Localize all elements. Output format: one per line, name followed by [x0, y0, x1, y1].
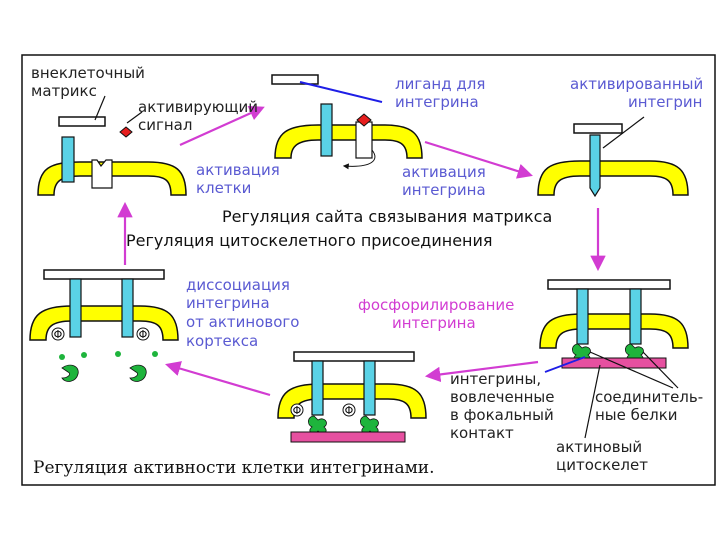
phosphate-icon: [290, 403, 304, 417]
protein-fragment: [115, 351, 121, 357]
integrin-activated: [589, 134, 601, 198]
integrin-alpha: [320, 103, 333, 157]
label-focal-contact: контакт: [450, 424, 514, 442]
stage-resting-integrin: [37, 95, 187, 196]
arrow-to-dissociation: [165, 361, 271, 397]
integrin-beta: [629, 288, 642, 345]
protein-fragment: [81, 352, 87, 358]
label-activating-signal: активирующий: [138, 98, 258, 116]
connecting-protein-icon: [360, 415, 379, 434]
stage-activated-integrin: [537, 116, 689, 198]
label-cell-activation: клетки: [196, 179, 251, 197]
matrix-bar: [573, 123, 623, 134]
integrin-beta-open: [355, 121, 373, 159]
membrane: [29, 305, 179, 341]
actin-pointer: [584, 364, 601, 439]
title-cytoskeletal-attachment-regulation: Регуляция цитоскелетного присоединения: [126, 231, 493, 250]
arrow-to-focal-contact: [424, 360, 539, 383]
label-activated-integrin: интегрин: [628, 93, 702, 111]
figure-caption: Регуляция активности клетки интегринами.: [33, 458, 435, 478]
integrin-beta: [363, 360, 376, 416]
focal-pointer: [544, 356, 586, 373]
ligand-pointer: [299, 81, 383, 103]
label-integrin-activation: интегрина: [402, 181, 486, 199]
label-dissociation: диссоциация: [186, 276, 290, 294]
label-activated-integrin: активированный: [570, 75, 703, 93]
label-focal-contact: в фокальный: [450, 406, 554, 424]
membrane: [274, 124, 423, 159]
label-ligand: интегрина: [395, 93, 479, 111]
stage-phosphorylated: [539, 279, 689, 439]
label-focal-contact: интегрины,: [450, 370, 541, 388]
activated-pointer: [602, 116, 645, 149]
integrin-beta: [121, 278, 134, 338]
label-extracellular-matrix: матрикс: [31, 82, 97, 100]
label-extracellular-matrix: внеклеточный: [31, 64, 145, 82]
membrane: [539, 313, 689, 349]
protein-pointer-1: [589, 351, 674, 389]
label-phosphorylation: интегрина: [392, 314, 476, 332]
phosphate-icon: [136, 327, 150, 341]
activating-signal-icon: [119, 126, 133, 138]
phosphate-icon: [51, 327, 65, 341]
signal-pointer: [126, 111, 143, 124]
integrin-beta-closed: [91, 159, 113, 189]
stage-ligand-binding: [271, 74, 423, 170]
matrix-bar: [43, 269, 165, 280]
matrix-bar: [293, 351, 415, 362]
arrow-to-activated: [424, 140, 533, 179]
label-actin-cytoskeleton: актиновый: [556, 438, 642, 456]
title-matrix-binding-regulation: Регуляция сайта связывания матрикса: [222, 207, 552, 226]
phosphate-symbol: Φ: [54, 328, 63, 341]
integrin-alpha: [69, 278, 82, 338]
label-actin-cytoskeleton: цитоскелет: [556, 456, 648, 474]
label-dissociation: от актинового: [186, 313, 299, 331]
matrix-bar: [58, 116, 106, 127]
label-dissociation: кортекса: [186, 332, 258, 350]
conformation-arrow: [342, 149, 376, 170]
free-protein-icon: [129, 364, 147, 382]
ligand-icon: [356, 113, 372, 127]
diagram-frame: [21, 54, 716, 486]
protein-fragment: [59, 354, 65, 360]
membrane: [537, 160, 689, 196]
free-protein-icon: [61, 364, 79, 382]
phosphate-icon: [342, 403, 356, 417]
label-ligand: лиганд для: [395, 75, 485, 93]
matrix-bar: [547, 279, 671, 290]
protein-pointer-2: [642, 351, 679, 389]
label-activating-signal: сигнал: [138, 116, 192, 134]
phosphate-symbol: Φ: [139, 328, 148, 341]
integrin-alpha: [61, 136, 75, 183]
phosphate-symbol: Φ: [345, 404, 354, 417]
label-connecting-proteins: соединитель-: [595, 388, 703, 406]
label-phosphorylation: фосфорилирование: [358, 296, 514, 314]
stage-focal-contact: Φ Φ: [277, 351, 427, 443]
integrin-alpha: [311, 360, 324, 416]
label-focal-contact: вовлеченные: [450, 388, 554, 406]
integrin-alpha: [576, 288, 589, 345]
label-dissociation: интегрина: [186, 294, 270, 312]
phosphate-symbol: Φ: [293, 404, 302, 417]
label-integrin-activation: активация: [402, 163, 486, 181]
stage-dissociated: Φ Φ: [29, 269, 179, 382]
label-cell-activation: активация: [196, 161, 280, 179]
actin-filament: [290, 431, 406, 443]
matrix-pointer: [94, 95, 106, 121]
arrow-to-ligand-binding: [179, 106, 265, 147]
matrix-bar: [271, 74, 319, 85]
label-connecting-proteins: ные белки: [595, 406, 678, 424]
connecting-protein-icon: [308, 415, 327, 434]
protein-fragment: [152, 351, 158, 357]
